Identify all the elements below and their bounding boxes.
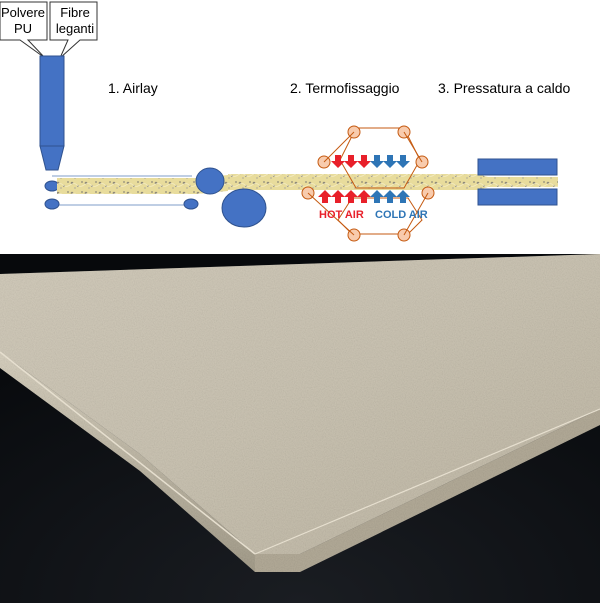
powder-label-line1: Polvere <box>1 5 45 20</box>
powder-label-line2: PU <box>14 21 32 36</box>
fibers-label-line2: leganti <box>56 21 94 36</box>
hot-air-label: HOT AIR <box>319 209 364 221</box>
panel-photo-illustration <box>0 254 600 603</box>
panel-edge-left <box>0 352 255 572</box>
thermobonding-oven <box>301 125 435 242</box>
air-arrows-top <box>331 155 410 168</box>
panel-edge-right <box>255 409 600 572</box>
panel-photo <box>0 254 600 603</box>
cold-air-label: COLD AIR <box>375 209 428 221</box>
step-thermo-label: 2. Termofissaggio <box>290 80 400 96</box>
compaction-rollers <box>195 167 267 228</box>
powder-callout: Polvere PU <box>0 1 48 59</box>
hopper <box>39 55 65 171</box>
fibers-label-line1: Fibre <box>60 5 90 20</box>
step-airlay-label: 1. Airlay <box>108 80 158 96</box>
fibers-callout: Fibre leganti <box>49 1 98 59</box>
panel-surface <box>0 254 600 554</box>
air-arrows-bottom <box>318 190 410 203</box>
process-diagram: Polvere PU Fibre leganti <box>0 1 571 242</box>
step-press-label: 3. Pressatura a caldo <box>438 80 571 96</box>
hot-press <box>477 158 558 206</box>
